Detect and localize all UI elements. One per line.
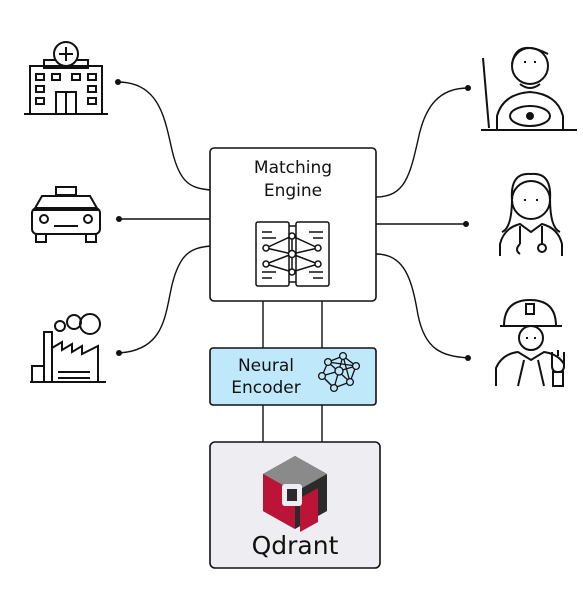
dot-engineer bbox=[465, 355, 471, 361]
dot-driver bbox=[465, 85, 471, 91]
neural-encoder-label-line1: Neural bbox=[238, 356, 294, 376]
engineer-icon bbox=[495, 298, 565, 387]
dot-doctor bbox=[463, 221, 469, 227]
driver-icon bbox=[481, 46, 577, 131]
connector-hospital bbox=[117, 81, 211, 191]
qdrant-box: Qdrant bbox=[209, 441, 381, 569]
dot-factory bbox=[116, 350, 122, 356]
dot-hospital bbox=[115, 79, 121, 85]
matching-network-icon bbox=[255, 221, 330, 287]
connector-factory bbox=[118, 245, 211, 354]
matching-engine-label-line2: Engine bbox=[264, 181, 322, 201]
connector-engineer bbox=[375, 253, 469, 359]
matching-engine-label-line1: Matching bbox=[254, 158, 332, 178]
neural-net-icon bbox=[317, 351, 361, 393]
connector-dots bbox=[115, 79, 471, 361]
doctor-icon bbox=[499, 172, 563, 256]
factory-icon bbox=[30, 313, 106, 383]
taxi-icon bbox=[31, 186, 101, 243]
qdrant-label: Qdrant bbox=[252, 531, 339, 560]
matching-engine-box: Matching Engine bbox=[209, 147, 377, 302]
hospital-icon bbox=[24, 41, 108, 115]
neural-encoder-box: Neural Encoder bbox=[209, 347, 377, 406]
dot-taxi bbox=[116, 216, 122, 222]
connector-driver bbox=[375, 87, 469, 198]
connectors bbox=[117, 81, 469, 442]
neural-encoder-label-line2: Encoder bbox=[231, 378, 301, 398]
qdrant-logo-icon bbox=[263, 456, 327, 532]
